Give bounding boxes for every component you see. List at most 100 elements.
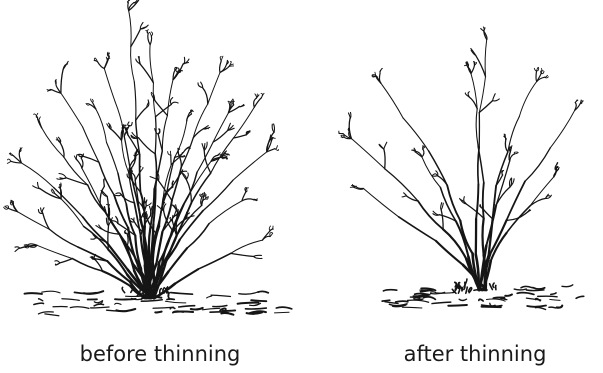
twig xyxy=(5,206,9,208)
ground-stroke xyxy=(551,293,556,295)
ground-stroke xyxy=(91,307,110,308)
twig xyxy=(55,261,60,263)
ground-stroke xyxy=(424,297,436,299)
twig xyxy=(502,171,503,175)
branch-stem xyxy=(233,152,267,180)
twig xyxy=(91,238,96,240)
side-branch xyxy=(476,55,486,76)
twig xyxy=(164,204,166,211)
ground-grass xyxy=(493,283,494,287)
branch-stem xyxy=(61,93,83,127)
ground-stroke xyxy=(538,296,557,297)
twig xyxy=(187,113,190,121)
ground-stroke xyxy=(549,307,556,308)
branch-stem xyxy=(479,77,485,113)
ground-stroke xyxy=(211,295,230,296)
branch-stem xyxy=(519,82,536,117)
twig xyxy=(149,32,151,36)
twig xyxy=(150,207,151,216)
twig xyxy=(186,173,188,180)
side-branch xyxy=(213,130,228,142)
branch-stem xyxy=(96,109,107,142)
ground-stroke xyxy=(202,308,219,310)
branch-stem xyxy=(187,224,209,249)
twig xyxy=(116,193,121,195)
side-branch xyxy=(127,234,128,246)
branch-stem xyxy=(72,259,102,271)
ground-stroke xyxy=(431,292,437,293)
ground-grass xyxy=(455,282,457,287)
ground-stroke xyxy=(191,308,203,310)
branch-stem xyxy=(149,226,151,262)
branch-stem xyxy=(209,201,242,224)
branch-stem xyxy=(507,206,530,233)
ground-stroke xyxy=(490,303,495,306)
ground-stroke xyxy=(459,299,466,300)
ground-stroke xyxy=(165,301,185,303)
branch-stem xyxy=(175,121,187,158)
ground-stroke xyxy=(174,312,193,313)
ground-stroke xyxy=(62,299,79,301)
ground-grass xyxy=(122,287,125,292)
side-branch xyxy=(505,139,508,152)
branch-stem xyxy=(193,104,208,138)
after-thinning-caption: after thinning xyxy=(360,344,590,365)
before-thinning-caption: before thinning xyxy=(40,344,280,365)
ground-stroke xyxy=(505,295,512,296)
side-branch xyxy=(60,259,73,263)
twig xyxy=(172,181,173,187)
ground-stroke xyxy=(533,288,545,289)
twig xyxy=(474,61,475,65)
branch-stem xyxy=(234,107,255,138)
branch-stem xyxy=(172,167,181,200)
twig xyxy=(42,208,44,214)
ground-grass xyxy=(168,293,169,299)
twig xyxy=(404,193,407,196)
ground-stroke xyxy=(557,306,563,308)
ground-stroke xyxy=(115,303,121,304)
twig xyxy=(220,61,222,73)
twig xyxy=(201,197,202,205)
branch-stem xyxy=(399,217,436,241)
ground-stroke xyxy=(521,286,532,287)
branch-stem xyxy=(447,185,460,220)
branch-stem xyxy=(203,180,233,210)
twig xyxy=(15,248,20,251)
twig xyxy=(171,157,180,165)
twig xyxy=(8,159,11,161)
side-branch xyxy=(496,187,510,205)
twig xyxy=(384,142,387,149)
twig xyxy=(172,215,173,221)
twig xyxy=(515,153,519,154)
branch-stem xyxy=(351,139,384,169)
ground-stroke xyxy=(170,308,175,309)
twig xyxy=(98,62,105,69)
side-branch xyxy=(61,70,63,94)
branch-stem xyxy=(476,109,478,146)
twig xyxy=(242,199,253,201)
branch-stem xyxy=(162,116,167,151)
branch-stem xyxy=(381,83,403,118)
twig xyxy=(536,71,537,82)
branch-stem xyxy=(107,142,119,173)
ground-stroke xyxy=(246,308,267,309)
branch-stem xyxy=(496,152,508,186)
branch-stem xyxy=(508,117,519,152)
twig xyxy=(171,155,172,165)
branch-stem xyxy=(155,117,156,154)
ground-stroke xyxy=(396,301,408,302)
twig xyxy=(493,94,496,101)
branch-stem xyxy=(124,136,130,169)
twig xyxy=(59,174,66,178)
twig xyxy=(554,169,556,176)
twig xyxy=(434,174,438,176)
branch-stem xyxy=(198,253,230,269)
branch-stem xyxy=(168,248,187,272)
side-branch xyxy=(110,129,121,141)
twig xyxy=(146,200,147,206)
branch-stem xyxy=(550,110,575,148)
side-branch xyxy=(131,29,141,47)
branch-stem xyxy=(208,73,220,104)
twig xyxy=(150,36,151,45)
